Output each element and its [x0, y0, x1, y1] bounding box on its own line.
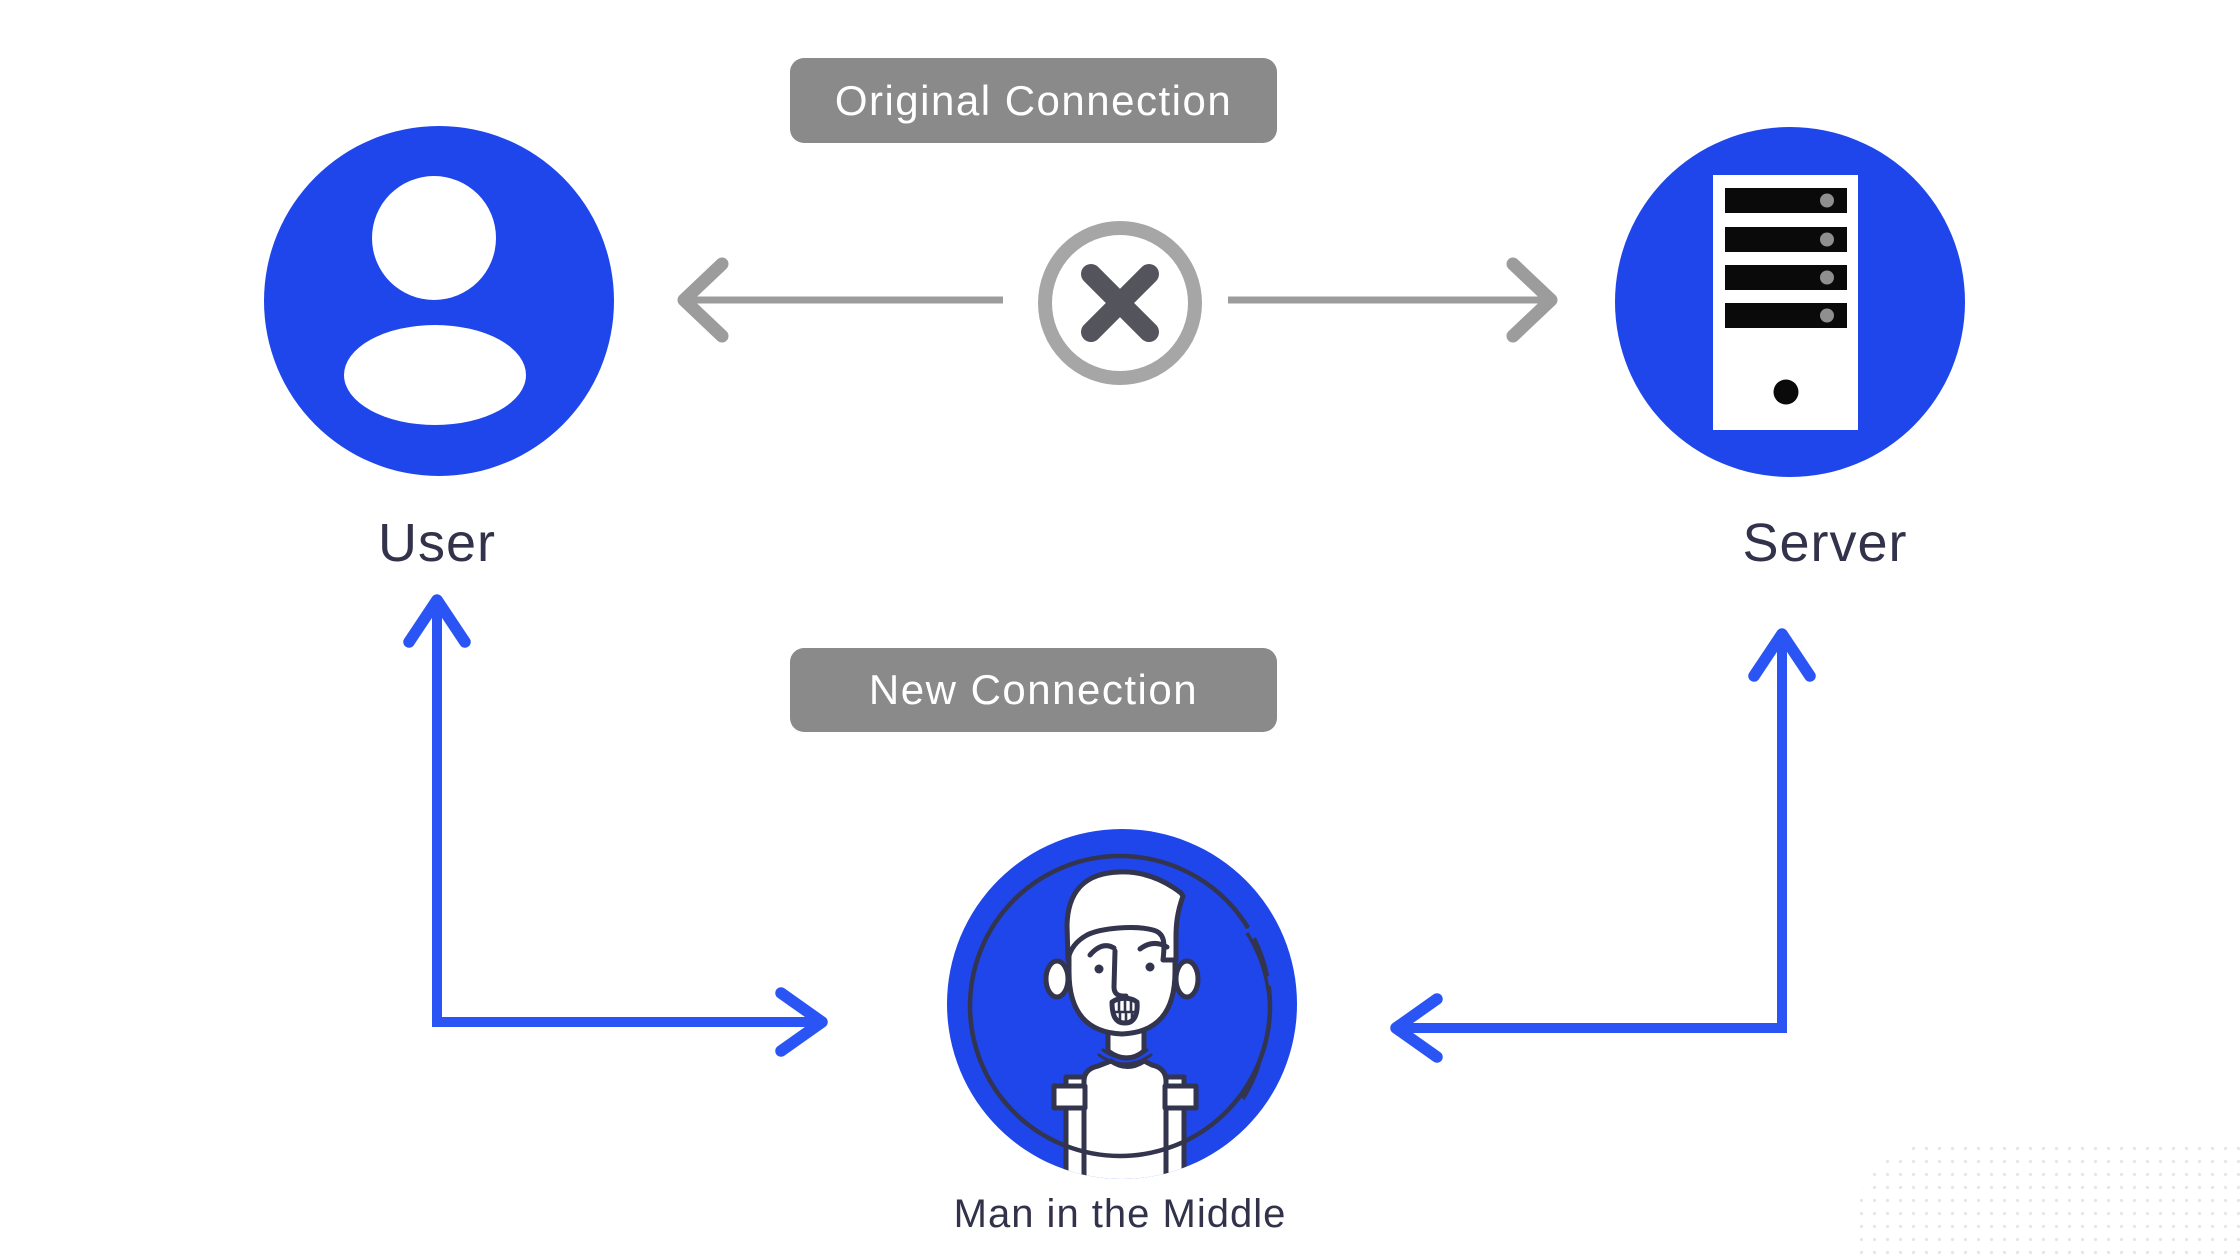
user-icon	[264, 126, 614, 476]
user-label: User	[377, 513, 496, 573]
user-node	[264, 126, 614, 476]
sketch-ring	[967, 853, 1273, 1159]
original-connection-badge: Original Connection	[790, 58, 1277, 143]
new-connection-badge: New Connection	[790, 648, 1277, 732]
new-connection-arrow-server	[1390, 628, 1816, 1063]
server-node	[1615, 127, 1965, 477]
server-icon	[1615, 127, 1965, 477]
blocked-x-icon	[1038, 221, 1202, 385]
mitm-label: Man in the Middle	[953, 1192, 1287, 1236]
original-connection-label: Original Connection	[834, 76, 1233, 124]
server-label: Server	[1742, 513, 1908, 573]
new-connection-label: New Connection	[868, 666, 1199, 713]
corner-texture	[1855, 1142, 2240, 1260]
man-avatar-icon	[947, 829, 1297, 1179]
mitm-node	[947, 829, 1297, 1179]
new-connection-arrow-user	[403, 594, 828, 1057]
original-connection-line	[677, 257, 1558, 343]
